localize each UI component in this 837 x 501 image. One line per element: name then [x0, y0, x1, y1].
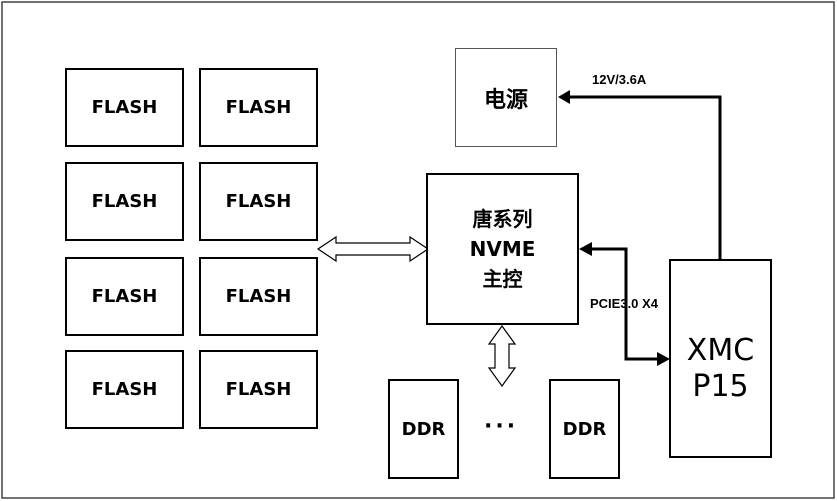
- flash-module: FLASH: [65, 257, 184, 336]
- flash-module: FLASH: [199, 68, 318, 147]
- flash-module: FLASH: [199, 350, 318, 429]
- power-line: [568, 95, 722, 260]
- pcie-line: [590, 247, 659, 361]
- xmc-line-1: XMC: [686, 332, 755, 368]
- power-label: 电源: [483, 87, 528, 113]
- controller-line-3: 主控: [482, 267, 523, 291]
- flash-module: FLASH: [65, 68, 184, 147]
- controller-line-2: NVME: [469, 237, 536, 261]
- pcie-arrowhead-right: [657, 352, 670, 366]
- ddr-left-box: DDR: [388, 379, 459, 479]
- flash-module: FLASH: [65, 162, 184, 241]
- controller-line-1: 唐系列: [472, 207, 533, 231]
- pcie-link-label: PCIE3.0 X4: [590, 296, 658, 311]
- flash-module: FLASH: [65, 350, 184, 429]
- ddr-left-label: DDR: [401, 418, 446, 440]
- flash-module: FLASH: [199, 162, 318, 241]
- ddr-right-label: DDR: [562, 418, 607, 440]
- nvme-controller-box: 唐系列 NVME 主控: [426, 173, 579, 325]
- ddr-bus-arrow: [487, 324, 517, 388]
- flash-module: FLASH: [199, 257, 318, 336]
- ddr-right-box: DDR: [549, 379, 620, 479]
- ddr-ellipsis: ···: [484, 414, 519, 439]
- xmc-box: XMC P15: [669, 259, 772, 458]
- power-supply-box: 电源: [455, 48, 557, 147]
- pcie-arrowhead-left: [579, 242, 592, 256]
- xmc-line-2: P15: [692, 368, 749, 404]
- power-arrowhead: [558, 90, 570, 104]
- flash-bus-arrow: [316, 235, 430, 263]
- power-link-label: 12V/3.6A: [592, 72, 647, 87]
